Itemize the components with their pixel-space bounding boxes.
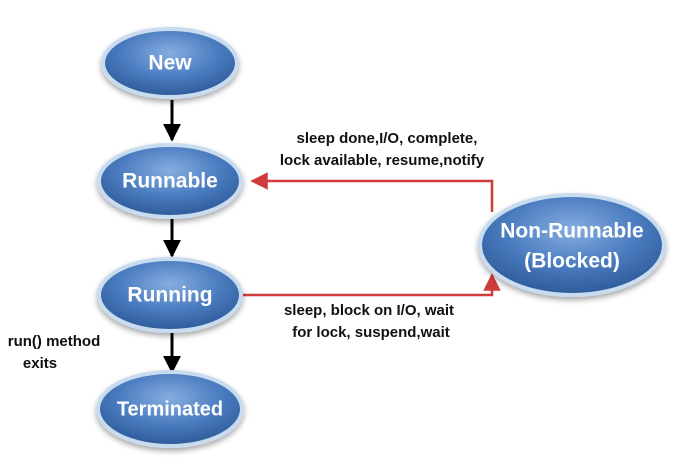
state-terminated-label: Terminated xyxy=(117,398,223,420)
block-label-line2: for lock, suspend,wait xyxy=(292,324,450,341)
state-terminated: Terminated xyxy=(96,370,244,448)
state-non-runnable: Non-Runnable (Blocked) xyxy=(478,193,666,297)
exit-label-line2: exits xyxy=(23,355,57,372)
arrow-running-to-blocked xyxy=(240,273,501,297)
state-running-label: Running xyxy=(127,284,212,307)
label-block-transition: sleep, block on I/O, wait for lock, susp… xyxy=(284,302,454,341)
label-wakeup-transition: sleep done,I/O, complete, lock available… xyxy=(280,130,485,169)
state-running: Running xyxy=(97,257,243,333)
state-new-label: New xyxy=(148,52,192,75)
block-label-line1: sleep, block on I/O, wait xyxy=(284,302,454,319)
wakeup-label-line1: sleep done,I/O, complete, xyxy=(297,130,478,147)
label-exit-transition: run() method exits xyxy=(8,333,100,372)
wakeup-label-line2: lock available, resume,notify xyxy=(280,152,485,169)
exit-label-line1: run() method xyxy=(8,333,100,350)
arrow-blocked-to-runnable xyxy=(250,172,494,212)
state-non-runnable-label-line1: Non-Runnable xyxy=(500,220,643,243)
state-runnable-label: Runnable xyxy=(122,170,218,193)
state-new: New xyxy=(101,27,239,99)
state-runnable: Runnable xyxy=(97,143,243,219)
state-non-runnable-label-line2: (Blocked) xyxy=(524,250,620,273)
